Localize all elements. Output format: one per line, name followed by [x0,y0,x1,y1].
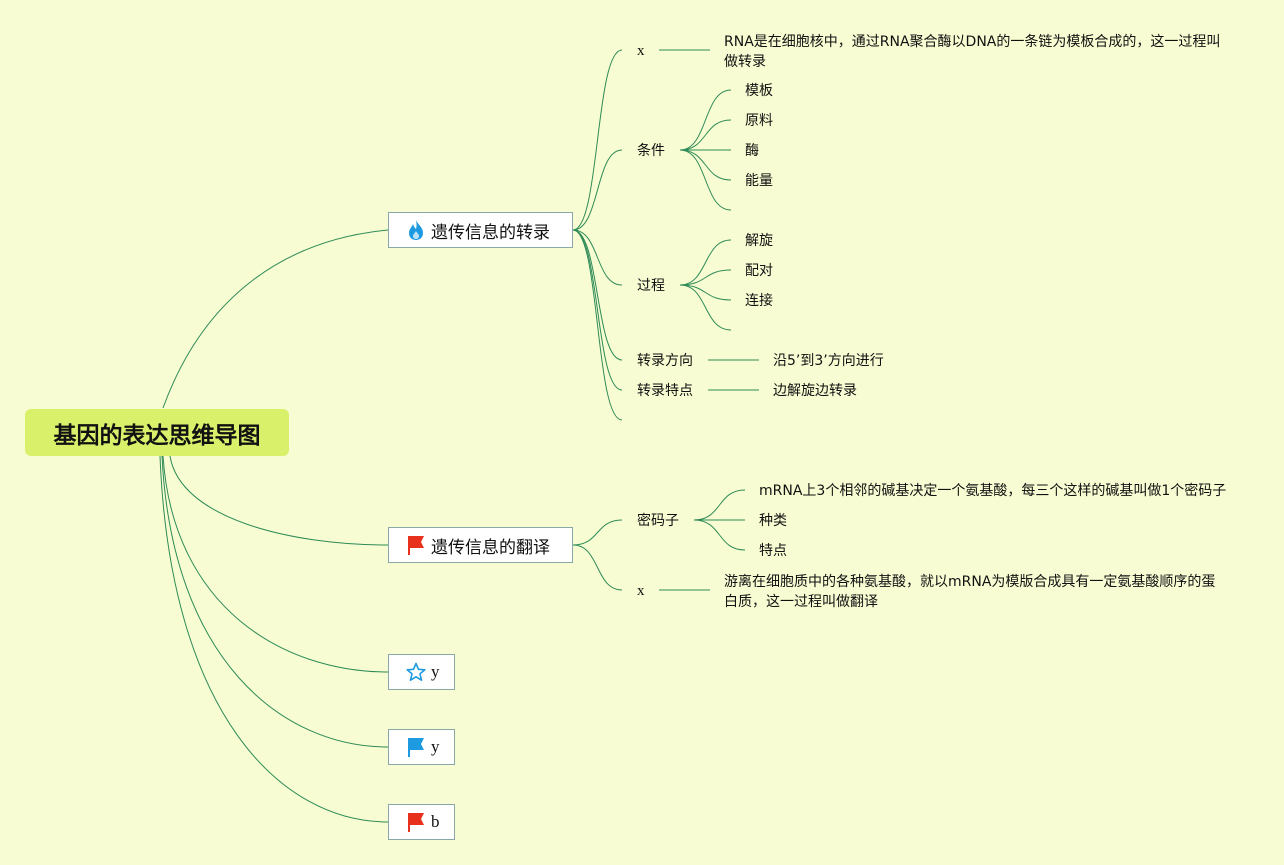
connector-line [159,455,389,823]
codon-item[interactable]: 特点 [759,543,787,559]
condition-item[interactable]: 模板 [745,83,773,99]
connector-line [572,229,623,421]
connector-line [679,284,732,331]
process-item[interactable]: 解旋 [745,233,773,249]
blue-flag-icon [405,736,427,758]
connector-line [572,149,623,231]
connector-line [161,455,389,748]
connector-line [162,229,389,409]
transcription-x-label[interactable]: x [637,43,645,59]
root-topic-label: 基因的表达思维导图 [53,422,261,449]
connector-line [693,489,746,521]
codon-item[interactable]: mRNA上3个相邻的碱基决定一个氨基酸，每三个这样的碱基叫做1个密码子 [759,483,1227,499]
process-item[interactable]: 配对 [745,263,773,279]
translation-x-label[interactable]: x [637,583,645,599]
direction-value[interactable]: 沿5’到3’方向进行 [773,353,884,369]
topic-b-flag-label: b [431,812,440,831]
condition-item[interactable]: 酶 [745,143,759,159]
connector-line [679,239,732,286]
connector-line [679,119,732,151]
red-flag-icon [405,811,427,833]
red-flag-icon [405,534,427,556]
condition-item[interactable]: 能量 [745,173,773,189]
conditions-label[interactable]: 条件 [637,143,665,159]
connector-line [693,519,746,551]
topic-y-flag[interactable]: y [388,729,455,765]
feature-value[interactable]: 边解旋边转录 [773,383,857,399]
connector-line [679,89,732,151]
topic-b-flag[interactable]: b [388,804,455,840]
connector-line [572,519,623,546]
connector-line [572,229,623,286]
connector-line [679,149,732,211]
codon-label[interactable]: 密码子 [637,513,679,529]
connector-line [162,455,389,673]
topic-translation-label: 遗传信息的翻译 [431,537,550,558]
star-icon [405,661,427,683]
topic-translation[interactable]: 遗传信息的翻译 [388,527,573,563]
connector-line [572,229,623,361]
process-label[interactable]: 过程 [637,278,665,294]
connector-line [169,455,389,546]
connector-line [572,229,623,391]
connector-line [679,149,732,181]
connector-line [679,269,732,286]
direction-label[interactable]: 转录方向 [637,353,693,369]
transcription-definition[interactable]: RNA是在细胞核中，通过RNA聚合酶以DNA的一条链为模板合成的，这一过程叫做转… [724,34,1221,70]
condition-item[interactable]: 原料 [745,113,773,129]
feature-label[interactable]: 转录特点 [637,383,693,399]
topic-y-flag-label: y [431,737,440,756]
codon-item[interactable]: 种类 [759,513,787,529]
root-topic[interactable]: 基因的表达思维导图 [25,409,289,456]
flame-icon [405,219,427,241]
topic-transcription[interactable]: 遗传信息的转录 [388,212,573,248]
process-item[interactable]: 连接 [745,293,773,309]
topic-y-star-label: y [431,662,440,681]
connector-line [572,49,623,231]
connector-line [572,544,623,591]
connector-line [679,284,732,301]
translation-definition[interactable]: 游离在细胞质中的各种氨基酸，就以mRNA为模版合成具有一定氨基酸顺序的蛋白质，这… [724,574,1216,610]
topic-transcription-label: 遗传信息的转录 [431,222,550,243]
topic-y-star[interactable]: y [388,654,455,690]
